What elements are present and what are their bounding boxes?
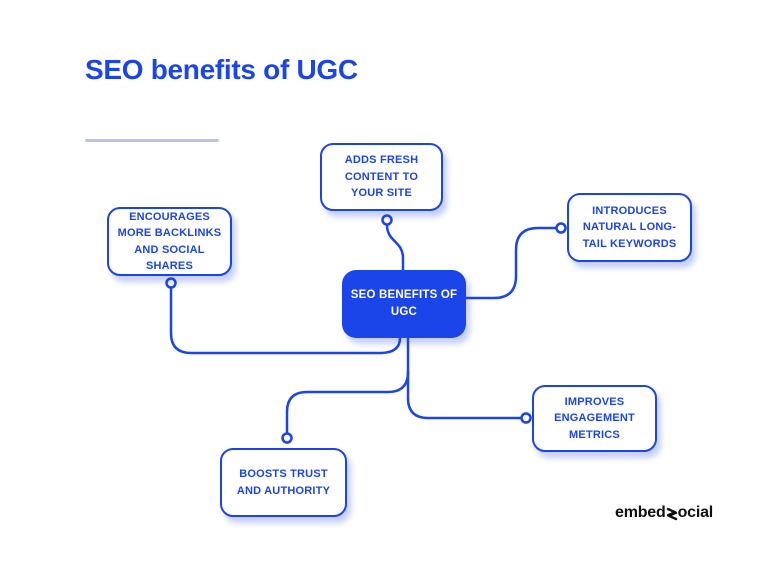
title-underline bbox=[85, 139, 219, 142]
center-node-seo-benefits: SEO BENEFITS OF UGC bbox=[342, 270, 466, 338]
node-adds-fresh-content: ADDS FRESH CONTENT TO YOUR SITE bbox=[320, 143, 443, 211]
embedsocial-logo: embed ocial bbox=[615, 504, 713, 522]
connector-ring-right bbox=[555, 222, 567, 234]
node-trust-authority: BOOSTS TRUST AND AUTHORITY bbox=[220, 448, 347, 517]
node-encourages-backlinks: ENCOURAGES MORE BACKLINKS AND SOCIAL SHA… bbox=[107, 207, 232, 276]
connector-trust bbox=[285, 370, 410, 435]
node-engagement-metrics: IMPROVES ENGAGEMENT METRICS bbox=[532, 385, 657, 452]
connector-top bbox=[385, 223, 405, 273]
connector-ring-left bbox=[165, 277, 177, 289]
logo-text-suffix: ocial bbox=[677, 504, 714, 521]
page-title: SEO benefits of UGC bbox=[85, 54, 358, 85]
connector-ring-engagement bbox=[520, 412, 532, 424]
angle-bracket-s-icon bbox=[666, 507, 677, 520]
connector-left bbox=[169, 286, 402, 355]
connector-engagement bbox=[406, 336, 523, 420]
connector-right bbox=[464, 226, 558, 300]
node-longtail-keywords: INTRODUCES NATURAL LONG- TAIL KEYWORDS bbox=[567, 193, 692, 262]
logo-text-prefix: embed bbox=[615, 504, 666, 521]
connector-ring-top bbox=[381, 214, 393, 226]
connector-ring-trust bbox=[281, 432, 293, 444]
